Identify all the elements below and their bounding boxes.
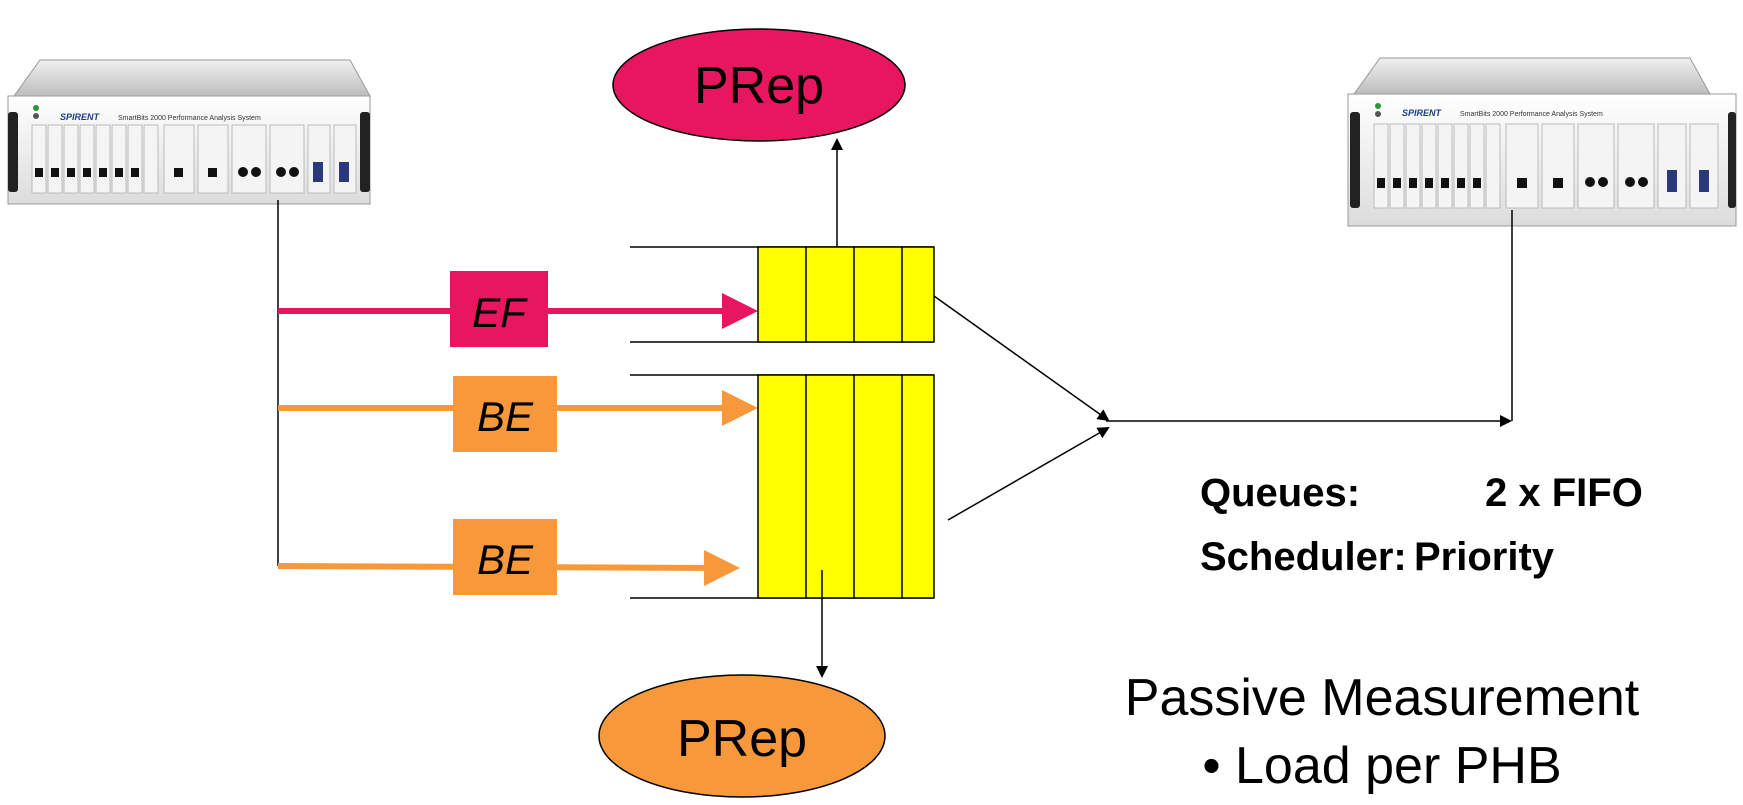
device-model: SmartBits 2000 Performance Analysis Syst… <box>118 115 261 122</box>
ethernet-ports-icon <box>1377 170 1709 192</box>
chassis-top <box>1353 57 1711 95</box>
chassis-top <box>13 59 371 97</box>
queue-config: Queues: 2 x FIFO Scheduler: Priority <box>1200 471 1643 579</box>
flow-be-1-label: BE <box>477 393 534 440</box>
handle-right-icon <box>360 112 370 192</box>
scheduler-value: Priority <box>1414 535 1555 579</box>
flow-be-2: BE <box>277 519 740 595</box>
queue-be <box>630 374 935 599</box>
prep-bottom-ellipse <box>598 674 886 798</box>
status-led-icon <box>33 113 39 119</box>
flow-ef-label-box <box>450 271 548 347</box>
module-slots <box>1373 123 1719 209</box>
prep-bottom-label: PRep <box>677 710 807 768</box>
flow-ef-arrowhead-icon <box>722 293 758 329</box>
flow-be-2-label-box <box>453 519 557 595</box>
left-smartbits-device: SPIRENT SmartBits 2000 Performance Analy… <box>7 59 371 205</box>
flow-be-2-label: BE <box>477 536 534 583</box>
flow-ef: EF <box>278 271 758 347</box>
device-brand: SPIRENT <box>60 112 101 122</box>
device-brand: SPIRENT <box>1402 108 1443 118</box>
flow-be-1-arrowhead-icon <box>722 390 758 426</box>
measurement-bullet: • Load per PHB <box>1202 737 1561 795</box>
power-led-icon <box>1375 103 1381 109</box>
flow-be-1-label-box <box>453 376 557 452</box>
prep-top-label: PRep <box>694 57 824 115</box>
queues-key: Queues: <box>1200 471 1360 515</box>
handle-left-icon <box>1350 112 1360 208</box>
queue-be-buffer <box>757 374 935 599</box>
power-led-icon <box>33 105 39 111</box>
queue-ef <box>630 246 935 343</box>
ef-to-scheduler-line <box>933 295 1110 422</box>
handle-left-icon <box>8 112 18 192</box>
measurement-title: Passive Measurement <box>1125 669 1640 727</box>
status-led-icon <box>1375 111 1381 117</box>
flow-ef-label: EF <box>472 289 528 336</box>
queue-ef-buffer <box>757 246 935 343</box>
flow-be-2-arrowhead-icon <box>704 550 740 586</box>
device-model: SmartBits 2000 Performance Analysis Syst… <box>1460 111 1603 118</box>
be-to-scheduler-line <box>947 427 1110 521</box>
ethernet-ports-icon <box>35 162 349 182</box>
handle-right-icon <box>1728 112 1736 208</box>
flow-be-1: BE <box>278 376 758 452</box>
prep-top-ellipse <box>612 28 906 142</box>
right-smartbits-device: SPIRENT SmartBits 2000 Performance Analy… <box>1347 57 1737 227</box>
scheduler-key: Scheduler: <box>1200 535 1407 579</box>
queues-value: 2 x FIFO <box>1485 471 1643 515</box>
